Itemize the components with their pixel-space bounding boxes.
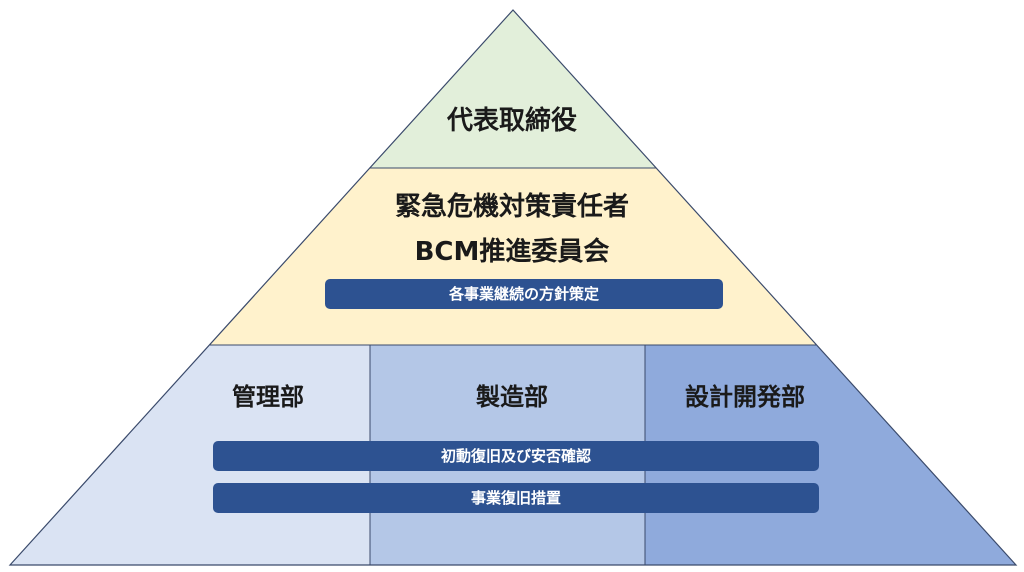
dept-design-label: 設計開発部: [685, 383, 805, 411]
tier-top-shape: [370, 10, 656, 168]
crisis-manager-title: 緊急危機対策責任者: [394, 192, 629, 222]
bcm-committee-title: BCM推進委員会: [414, 237, 610, 267]
dept-manufacturing-label: 製造部: [476, 383, 548, 411]
dept-admin-label: 管理部: [232, 383, 304, 411]
pyramid-outline: [8, 9, 1018, 566]
policy-bar: 各事業継続の方針策定: [325, 279, 723, 309]
initial-response-bar: 初動復旧及び安否確認: [213, 441, 819, 471]
business-recovery-bar: 事業復旧措置: [213, 483, 819, 513]
ceo-title: 代表取締役: [446, 106, 577, 136]
